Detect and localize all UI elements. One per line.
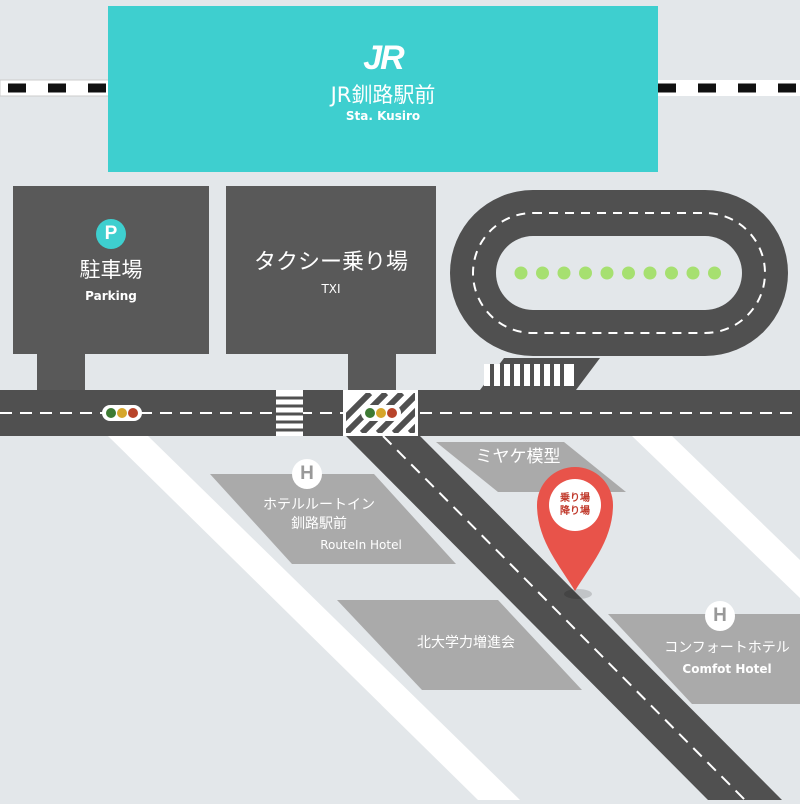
green-dot — [600, 266, 614, 280]
taxi-label: タクシー乗り場 — [253, 250, 408, 275]
hokudai-building — [337, 600, 582, 690]
taxi-label-en: TXI — [321, 282, 341, 296]
comfort-label-en: Comfot Hotel — [682, 662, 772, 676]
parking-label: 駐車場 — [79, 258, 143, 282]
pickup-pin-icon[interactable] — [536, 466, 614, 591]
bus-loop — [450, 190, 788, 356]
green-dot — [557, 266, 571, 280]
pin-shadow — [564, 589, 592, 599]
green-dot — [686, 266, 700, 280]
station-name: JR釧路駅前 — [330, 83, 436, 107]
parking-connector — [37, 354, 85, 390]
parking-icon: P — [96, 219, 126, 249]
comfort-hotel-icon: H — [705, 601, 735, 631]
green-dot — [708, 266, 721, 280]
green-dot — [579, 266, 592, 280]
diagonal-road — [346, 436, 782, 800]
taxi-building — [226, 186, 436, 354]
green-dot — [536, 266, 549, 280]
green-dot — [622, 266, 635, 280]
routein-label-line2: 釧路駅前 — [291, 516, 347, 532]
routein-hotel-building — [210, 474, 456, 564]
sidewalk-left — [108, 436, 520, 800]
station-name-en: Sta. Kusiro — [345, 109, 421, 123]
diagonal-road-centerline — [382, 435, 746, 801]
miyake-label: ミヤケ模型 — [475, 447, 561, 467]
railway-right — [656, 80, 800, 96]
traffic-light-intersection — [361, 405, 401, 421]
routein-hotel-icon: H — [292, 459, 322, 489]
green-dot — [665, 266, 678, 280]
comfort-label: コンフォートホテル — [664, 640, 790, 656]
traffic-light-left — [102, 405, 142, 421]
loop-green-dots — [514, 266, 721, 280]
sidewalk-right — [632, 436, 800, 598]
crosswalk-left — [276, 390, 303, 436]
green-dot — [643, 266, 657, 280]
routein-label-en: RouteIn Hotel — [320, 538, 402, 552]
parking-building — [13, 186, 209, 354]
pickup-pin-line1: 乗り場 — [560, 493, 590, 504]
taxi-connector — [348, 354, 396, 390]
station-logo: JR — [363, 39, 404, 77]
parking-label-en: Parking — [85, 289, 137, 303]
railway-left — [0, 79, 113, 97]
routein-label-line1: ホテルルートイン — [263, 497, 375, 513]
station-building — [108, 6, 658, 172]
loop-crosswalk — [484, 364, 574, 386]
hokudai-label: 北大学力増進会 — [417, 635, 515, 651]
pickup-pin-line2: 降り場 — [560, 506, 590, 517]
green-dot — [514, 266, 528, 280]
comfort-hotel-building — [608, 614, 800, 704]
